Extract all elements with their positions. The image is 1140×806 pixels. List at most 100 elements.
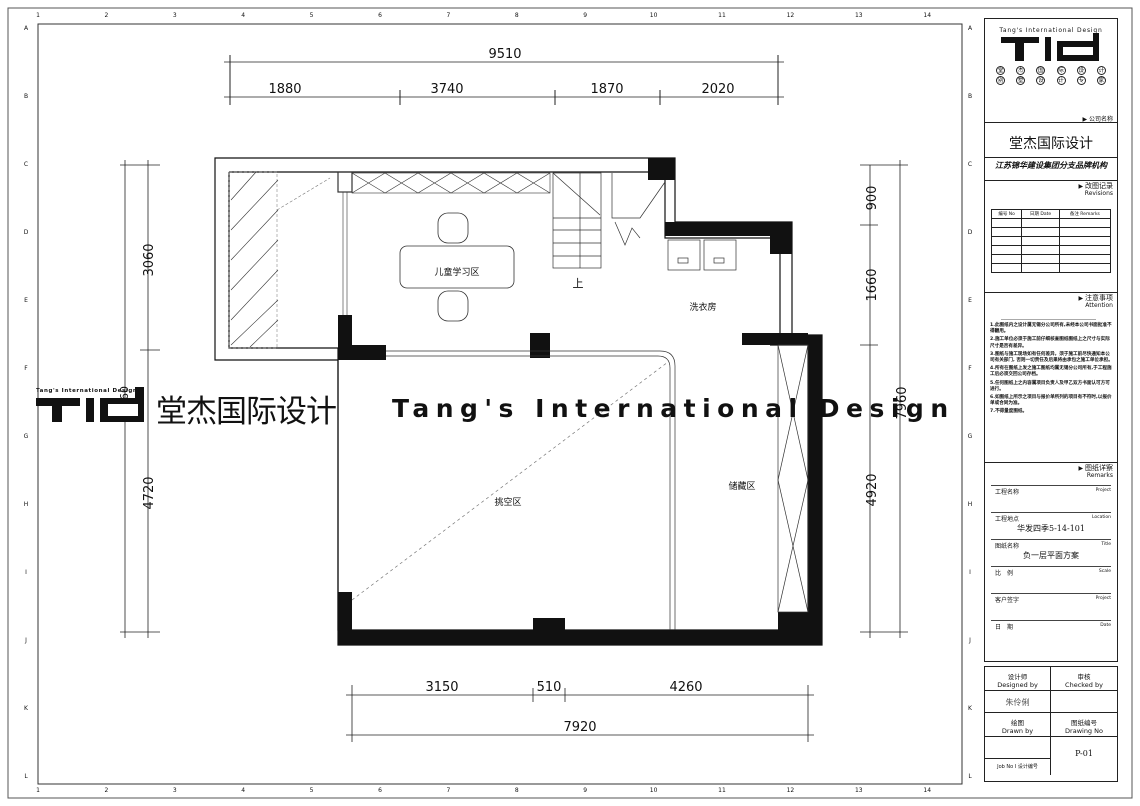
dim-top-total: 9510 [488, 47, 521, 62]
logo-char: 杰 [1016, 66, 1026, 75]
void-railing [351, 350, 676, 630]
grid-row-label: D [968, 229, 973, 236]
revision-row [990, 245, 1112, 255]
field-value: 华发四季5-14-101 [1017, 524, 1085, 533]
revisions-tab-en: Revisions [1084, 190, 1113, 197]
attention-note: 1.此图纸内之设计属无锡分公司所有,未经本公司书面批准不得翻用。 [990, 323, 1112, 335]
field-label: 客户签字 [995, 597, 1020, 604]
drawn-by-label: 绘图 [1011, 719, 1024, 727]
grid-row-label: H [24, 501, 29, 508]
grid-row-label: A [24, 25, 29, 32]
grid-row-label: C [968, 161, 972, 168]
drawing-field: 工程地点 Location 华发四季5-14-101 [991, 512, 1111, 539]
logo-char: 专 [1076, 76, 1086, 85]
grid-row-label: I [25, 569, 27, 576]
rev-header-no: 编号 No [990, 209, 1023, 219]
grid-column-label: 5 [310, 12, 314, 19]
logo-char: 际 [1056, 66, 1066, 75]
dim-bottom-3: 4260 [669, 680, 702, 695]
grid-column-label: 13 [855, 12, 863, 19]
grid-column-label: 12 [787, 787, 795, 794]
grid-row-label: L [968, 773, 972, 780]
logo-char: 堂 [996, 66, 1006, 75]
revision-row [990, 263, 1112, 273]
grid-column-label: 12 [787, 12, 795, 19]
hatched-area [228, 171, 331, 349]
dim-right-1: 900 [865, 186, 880, 211]
attention-tab-en: Attention [1085, 302, 1113, 309]
grid-row-label: K [24, 705, 29, 712]
grid-row-label: C [24, 161, 28, 168]
study-desk-set [399, 212, 515, 322]
company-name: 堂杰国际设计 [1009, 136, 1093, 152]
top-cabinet [337, 171, 551, 315]
dim-left-1: 3060 [142, 243, 157, 276]
checked-by-en: Checked by [1065, 681, 1103, 689]
company-tab: ▶ 公司名称 [1082, 116, 1113, 123]
grid-column-label: 5 [310, 787, 314, 794]
dim-bottom-total: 7920 [563, 720, 596, 735]
remarks-tab-en: Remarks [1086, 472, 1113, 479]
checked-by-label: 审核 [1077, 673, 1091, 681]
field-label: 工程地点 [995, 516, 1020, 523]
grid-row-label: E [24, 297, 28, 304]
attention-note: 4.所有在图纸上发之施工图纸均属无锡分公司所有,于工程施工后必须交回公司存档。 [990, 366, 1112, 378]
job-no-label: Job No I 设计编号 [985, 759, 1051, 775]
grid-column-label: 6 [378, 12, 382, 19]
grid-row-label: B [968, 93, 972, 100]
stair-up-label: 上 [573, 277, 584, 290]
attention-note: 3.图纸与施工现场如有任何差异，须于施工前尽快通知本公司有关部门, 否则一切责任… [990, 351, 1113, 364]
grid-column-label: 14 [923, 12, 931, 19]
grid-row-label: K [968, 705, 973, 712]
grid-row-label: J [24, 637, 27, 644]
watermark-tid-logo [36, 387, 144, 422]
attention-tab-label: 注意事项 [1085, 294, 1113, 302]
grid-column-label: 7 [446, 12, 450, 19]
drawing-no-label: 图纸编号 [1071, 719, 1097, 727]
dim-top-2: 3740 [430, 82, 463, 97]
attention-note: 2.施工单位必须于施工前仔细核查图纸图纸上之尺寸与实际尺寸是否有差异。 [990, 337, 1110, 349]
logo-section: Tang's International Design 堂杰国际设计别墅设计专家… [985, 19, 1117, 123]
field-label-en: Location [1091, 515, 1111, 520]
field-label-en: Scale [1098, 569, 1111, 574]
grid-column-label: 3 [173, 12, 177, 19]
grid-column-label: 6 [378, 787, 382, 794]
watermark: Tang's International Design 堂杰国际设计 Tang'… [36, 387, 948, 430]
field-value: 负一层平面方案 [1023, 551, 1079, 560]
grid-column-label: 7 [446, 787, 450, 794]
grid-column-label: 1 [36, 12, 40, 19]
field-label-en: Date [1100, 623, 1111, 628]
washing-machines [667, 239, 737, 271]
grid-column-label: 8 [515, 12, 519, 19]
outer-frame [7, 7, 1133, 799]
attention-note: 5.任何图纸上之内容属项目负责人及甲乙双方书面认可方可进行。 [990, 380, 1110, 392]
dim-bottom-1: 3150 [425, 680, 458, 695]
dimension-lines [120, 55, 908, 742]
title-block: Tang's International Design 堂杰国际设计别墅设计专家… [984, 18, 1118, 662]
rev-header-remarks: 备注 Remarks [1058, 209, 1112, 219]
attention-notes: 1.此图纸内之设计属无锡分公司所有,未经本公司书面批准不得翻用。 2.施工单位必须… [990, 323, 1113, 418]
grid-row-label: D [24, 229, 29, 236]
grid-column-label: 14 [923, 787, 931, 794]
grid-row-label: G [24, 433, 29, 440]
logo-char: 别 [996, 76, 1006, 85]
dim-top-4: 2020 [701, 82, 734, 97]
revision-row [990, 236, 1112, 246]
grid-column-label: 11 [718, 12, 726, 19]
dim-bottom-2: 510 [537, 680, 562, 695]
grid-row-label: L [24, 773, 28, 780]
dim-right-2: 1660 [865, 268, 880, 301]
watermark-tagline: Tang's International Design [36, 388, 137, 394]
